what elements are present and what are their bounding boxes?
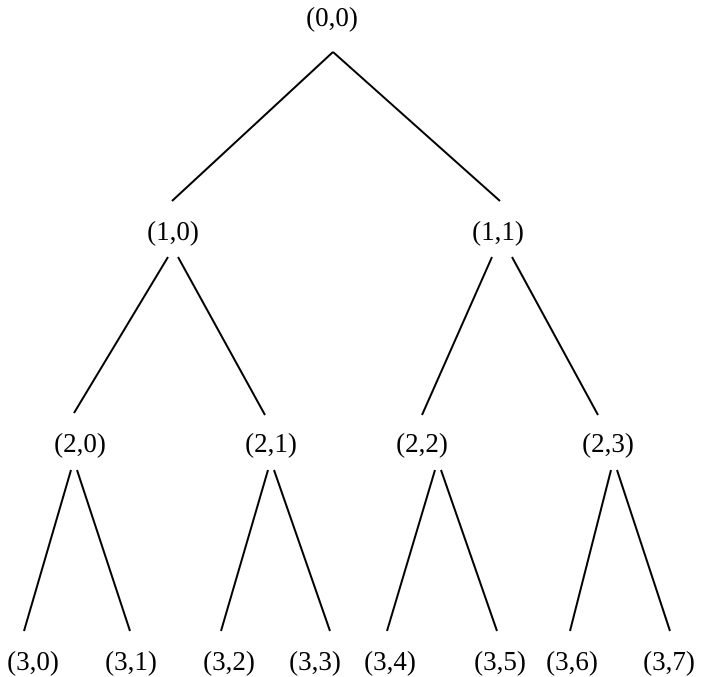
edge-1-1-to-2-3	[511, 256, 599, 416]
edge-2-1-to-3-3	[273, 469, 331, 632]
node-1-1: (1,1)	[472, 216, 524, 246]
node-3-1: (3,1)	[105, 646, 157, 676]
edge-1-0-to-2-0	[73, 256, 169, 414]
edge-2-1-to-3-2	[220, 469, 269, 632]
edge-2-0-to-3-1	[76, 469, 131, 632]
edge-2-2-to-3-4	[386, 469, 436, 632]
node-3-0: (3,0)	[7, 646, 59, 676]
node-3-5: (3,5)	[474, 646, 526, 676]
edge-0-0-to-1-0	[171, 51, 334, 202]
edge-2-2-to-3-5	[440, 469, 498, 632]
edge-2-3-to-3-7	[616, 469, 671, 632]
node-2-2: (2,2)	[396, 428, 448, 458]
node-1-0: (1,0)	[147, 216, 199, 246]
edge-2-0-to-3-0	[23, 469, 72, 632]
node-3-4: (3,4)	[364, 646, 416, 676]
node-0-0: (0,0)	[306, 2, 358, 32]
edge-1-0-to-2-1	[177, 256, 266, 416]
node-3-7: (3,7)	[643, 646, 695, 676]
edge-0-0-to-1-1	[332, 51, 501, 202]
node-2-3: (2,3)	[582, 428, 634, 458]
edge-2-3-to-3-6	[569, 469, 612, 632]
node-2-1: (2,1)	[245, 428, 297, 458]
node-3-6: (3,6)	[546, 646, 598, 676]
edge-1-1-to-2-2	[421, 256, 493, 416]
node-3-2: (3,2)	[203, 646, 255, 676]
node-2-0: (2,0)	[54, 428, 106, 458]
node-3-3: (3,3)	[289, 646, 341, 676]
